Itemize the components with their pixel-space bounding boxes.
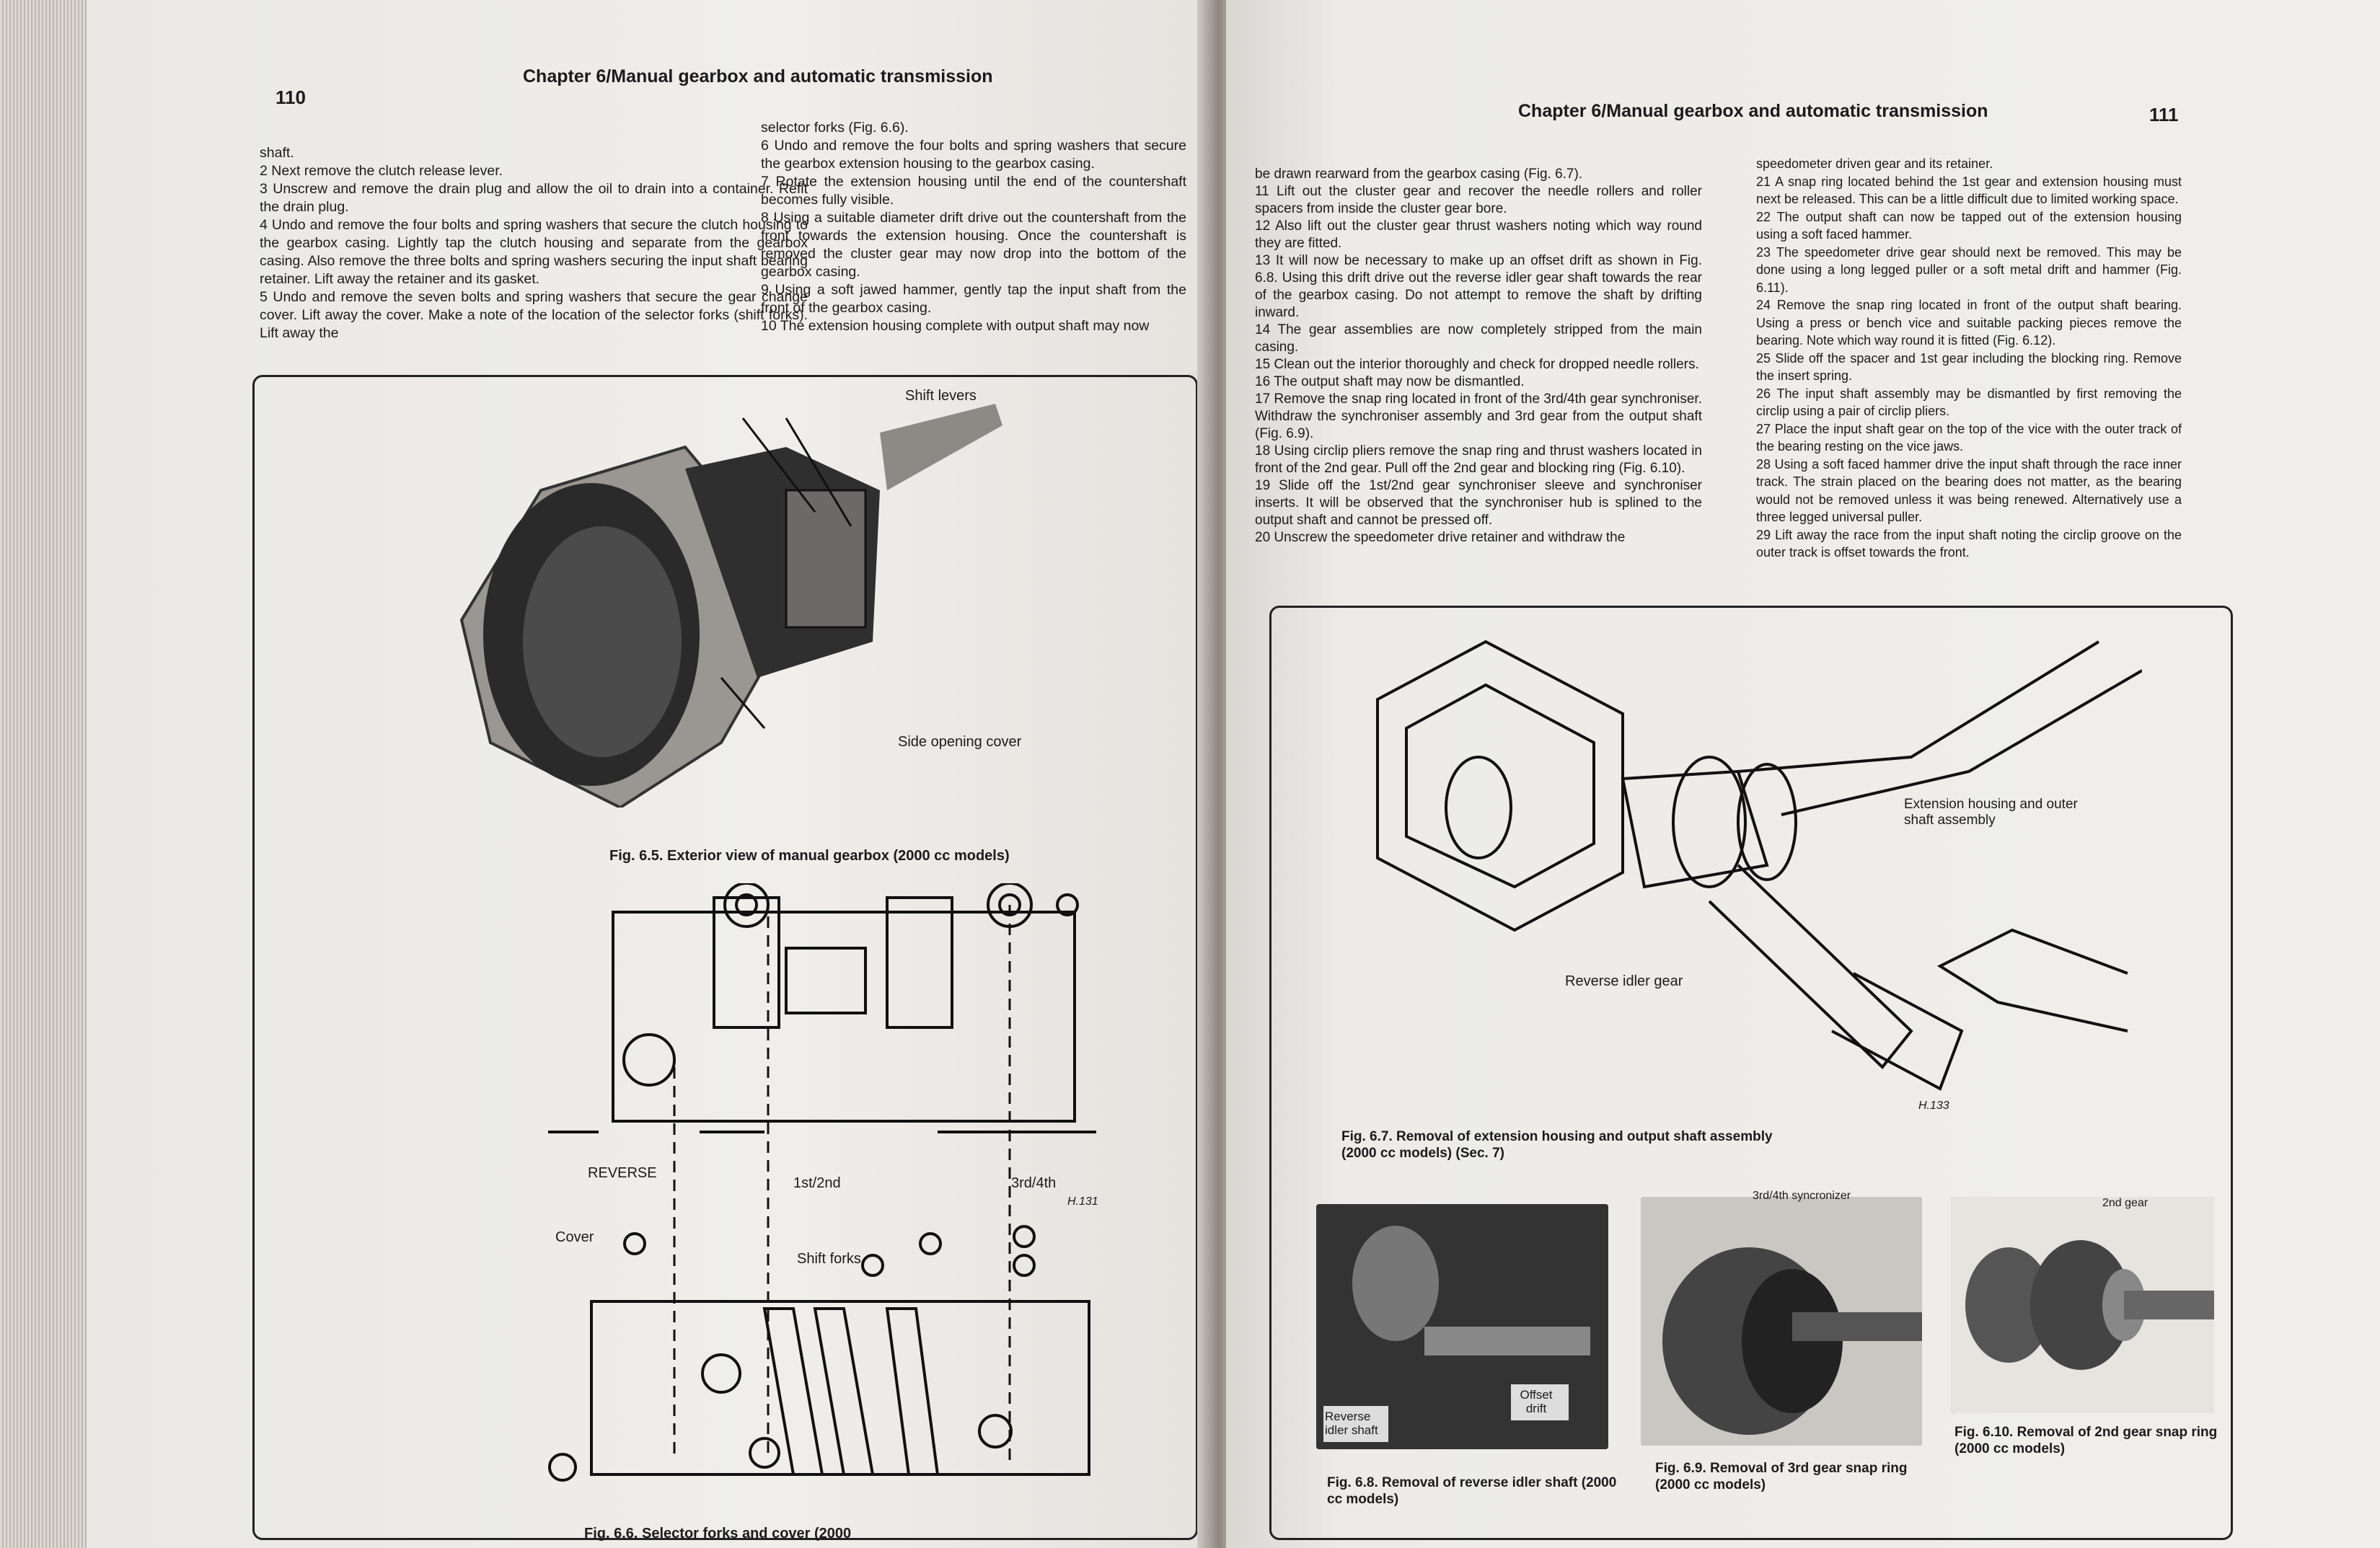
text-column-2: selector forks (Fig. 6.6). 6 Undo and re…	[761, 119, 1186, 335]
figure-code: H.133	[1918, 1100, 1949, 1112]
label-side-opening-cover: Side opening cover	[898, 734, 1022, 750]
figure-caption: Fig. 6.10. Removal of 2nd gear snap ring…	[1954, 1425, 2218, 1456]
paragraph: 5 Undo and remove the seven bolts and sp…	[260, 289, 808, 341]
paragraph: 28 Using a soft faced hammer drive the i…	[1756, 456, 2182, 525]
3rd-gear-snap-ring-photo	[1641, 1197, 1922, 1446]
paragraph: 24 Remove the snap ring located in front…	[1756, 298, 2182, 348]
label-2nd-gear: 2nd gear	[2102, 1197, 2148, 1209]
left-page: 110 Chapter 6/Manual gearbox and automat…	[87, 0, 1255, 1548]
paragraph: 21 A snap ring located behind the 1st ge…	[1756, 174, 2182, 207]
label-offset-drift: Offset drift	[1520, 1388, 1553, 1415]
paragraph: be drawn rearward from the gearbox casin…	[1255, 167, 1583, 182]
figure-frame	[252, 375, 1198, 1540]
text-column-1: be drawn rearward from the gearbox casin…	[1255, 166, 1702, 547]
paragraph: speedometer driven gear and its retainer…	[1756, 156, 1993, 171]
label-3rd-4th-syncronizer: 3rd/4th syncronizer	[1753, 1190, 1851, 1202]
paragraph: shaft.	[260, 145, 294, 161]
text-column-2: speedometer driven gear and its retainer…	[1756, 155, 2182, 562]
paragraph: 10 The extension housing complete with o…	[761, 318, 1150, 334]
label-reverse: REVERSE	[588, 1165, 657, 1181]
figure-caption: Fig. 6.8. Removal of reverse idler shaft…	[1327, 1475, 1617, 1507]
paragraph: 15 Clean out the interior thoroughly and…	[1255, 357, 1699, 372]
label-shift-levers: Shift levers	[905, 388, 977, 404]
label-shift-forks: Shift forks	[797, 1251, 861, 1267]
gearbox-photo-art	[459, 404, 1002, 808]
label-reverse-idler-shaft: Reverse idler shaft	[1325, 1410, 1378, 1437]
right-page: Chapter 6/Manual gearbox and automatic t…	[1226, 0, 2380, 1548]
figure-caption: Fig. 6.9. Removal of 3rd gear snap ring …	[1655, 1461, 1908, 1492]
paragraph: 20 Unscrew the speedometer drive retaine…	[1255, 530, 1626, 545]
paragraph: 7 Rotate the extension housing until the…	[761, 174, 1186, 208]
figure-frame	[1269, 606, 2233, 1540]
stacked-page-edges-left	[0, 0, 101, 1548]
paragraph: 29 Lift away the race from the input sha…	[1756, 527, 2182, 560]
paragraph: 23 The speedometer drive gear should nex…	[1756, 244, 2182, 295]
paragraph: 16 The output shaft may now be dismantle…	[1255, 374, 1525, 389]
photo-art	[1316, 1204, 1608, 1449]
label-3rd-4th: 3rd/4th	[1011, 1175, 1057, 1191]
paragraph: 22 The output shaft can now be tapped ou…	[1756, 209, 2182, 242]
paragraph: 19 Slide off the 1st/2nd gear synchronis…	[1255, 478, 1702, 528]
gearbox-exterior-photo	[447, 404, 1010, 808]
figure-caption: Fig. 6.6. Selector forks and cover (2000	[584, 1526, 852, 1542]
2nd-gear-snap-ring-photo	[1951, 1197, 2214, 1413]
extension-housing-drawing	[1376, 640, 2142, 1091]
page-number: 110	[276, 87, 306, 108]
paragraph: 26 The input shaft assembly may be disma…	[1756, 386, 2182, 419]
paragraph: 6 Undo and remove the four bolts and spr…	[761, 138, 1186, 172]
paragraph: 18 Using circlip pliers remove the snap …	[1255, 443, 1702, 476]
paragraph: 25 Slide off the spacer and 1st gear inc…	[1756, 350, 2182, 384]
photo-art	[1951, 1197, 2214, 1413]
paragraph: 9 Using a soft jawed hammer, gently tap …	[761, 282, 1186, 316]
paragraph: 3 Unscrew and remove the drain plug and …	[260, 181, 808, 215]
paragraph: 13 It will now be necessary to make up a…	[1255, 253, 1702, 320]
text-column-1: shaft. 2 Next remove the clutch release …	[260, 144, 808, 342]
figure-caption: Fig. 6.5. Exterior view of manual gearbo…	[609, 848, 1010, 864]
figure-caption: Fig. 6.7. Removal of extension housing a…	[1341, 1129, 1773, 1161]
paragraph: 12 Also lift out the cluster gear thrust…	[1255, 218, 1702, 251]
paragraph: 2 Next remove the clutch release lever.	[260, 163, 503, 179]
chapter-header: Chapter 6/Manual gearbox and automatic t…	[523, 66, 993, 87]
label-cover: Cover	[555, 1229, 594, 1245]
paragraph: 8 Using a suitable diameter drift drive …	[761, 210, 1186, 280]
paragraph: 27 Place the input shaft gear on the top…	[1756, 421, 2182, 454]
paragraph: 11 Lift out the cluster gear and recover…	[1255, 184, 1702, 216]
photo-art	[1641, 1197, 1922, 1446]
paragraph: selector forks (Fig. 6.6).	[761, 120, 909, 136]
paragraph: 17 Remove the snap ring located in front…	[1255, 392, 1702, 441]
paragraph: 4 Undo and remove the four bolts and spr…	[260, 217, 808, 287]
label-1st-2nd: 1st/2nd	[793, 1175, 841, 1191]
paragraph: 14 The gear assemblies are now completel…	[1255, 322, 1702, 355]
reverse-idler-shaft-photo	[1316, 1204, 1608, 1449]
label-extension-housing: Extension housing and outer shaft assemb…	[1904, 797, 2078, 828]
figure-code: H.131	[1067, 1195, 1098, 1208]
chapter-header: Chapter 6/Manual gearbox and automatic t…	[1518, 101, 1988, 121]
selector-forks-drawing	[548, 883, 1096, 1482]
page-number: 111	[2149, 104, 2179, 125]
label-reverse-idler-gear: Reverse idler gear	[1565, 973, 1683, 989]
